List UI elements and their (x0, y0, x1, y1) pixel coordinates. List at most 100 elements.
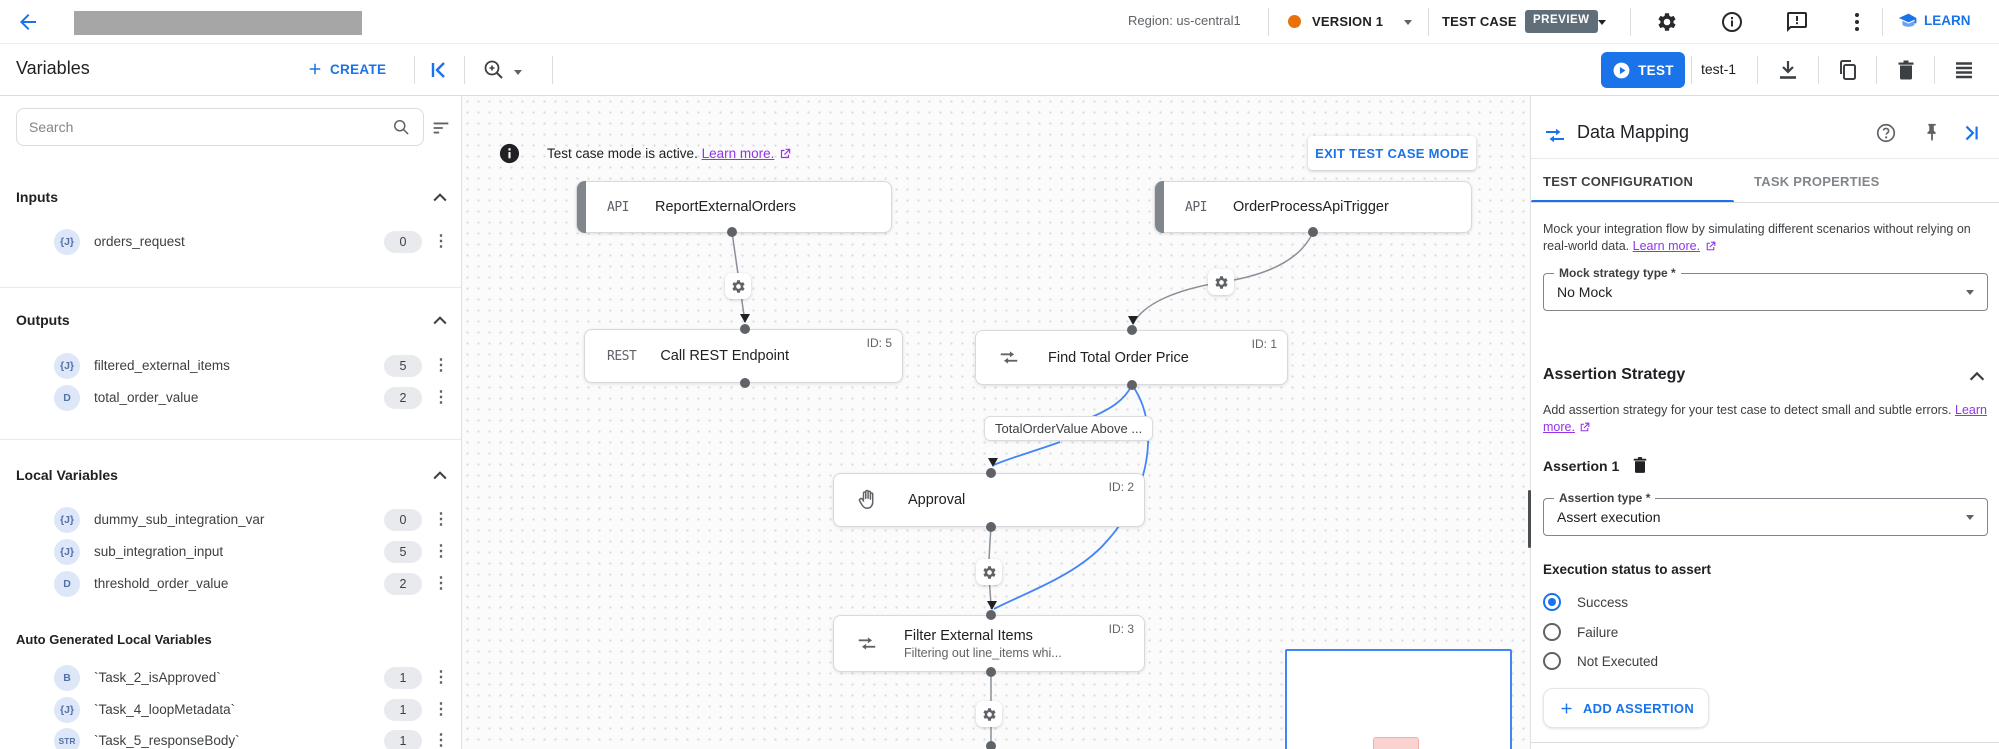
variable-row[interactable]: STR `Task_5_responseBody` 1 ⋮ (0, 726, 461, 749)
row-menu-icon[interactable]: ⋮ (433, 732, 449, 749)
edge-settings-gear-icon[interactable] (725, 273, 751, 299)
chevron-down-icon (1966, 515, 1974, 520)
version-status-dot (1288, 15, 1301, 28)
edge-settings-gear-icon[interactable] (976, 701, 1002, 727)
help-icon[interactable] (1875, 122, 1897, 144)
tab-task-properties[interactable]: TASK PROPERTIES (1754, 174, 1880, 189)
external-link-icon[interactable] (1578, 421, 1591, 434)
assertion-item-title: Assertion 1 (1543, 458, 1620, 474)
settings-gear-icon[interactable] (1655, 10, 1679, 34)
learn-more-link[interactable]: Learn more. (701, 145, 775, 161)
row-menu-icon[interactable]: ⋮ (433, 233, 449, 250)
chevron-down-icon[interactable] (514, 70, 522, 75)
tab-test-configuration[interactable]: TEST CONFIGURATION (1543, 174, 1694, 189)
chevron-up-icon[interactable] (430, 188, 450, 208)
radio-not-executed[interactable]: Not Executed (1543, 650, 1658, 672)
json-type-chip: {J} (54, 539, 80, 565)
variable-row[interactable]: B `Task_2_isApproved` 1 ⋮ (0, 663, 461, 693)
connector-dot[interactable] (986, 667, 996, 677)
copy-icon[interactable] (1836, 58, 1860, 82)
delete-assertion-icon[interactable] (1630, 455, 1650, 475)
add-assertion-button[interactable]: ADD ASSERTION (1543, 688, 1709, 728)
connector-dot[interactable] (986, 610, 996, 620)
node-approval[interactable]: Approval ID: 2 (833, 473, 1145, 527)
connector-dot[interactable] (727, 227, 737, 237)
assertion-type-select[interactable]: Assertion type * Assert execution (1543, 491, 1988, 536)
test-button[interactable]: TEST (1601, 52, 1685, 88)
search-box (16, 108, 424, 146)
row-menu-icon[interactable]: ⋮ (433, 389, 449, 406)
connector-dot[interactable] (1127, 380, 1137, 390)
chevron-down-icon[interactable] (1404, 20, 1412, 25)
learn-more-link[interactable]: Learn more. (1632, 239, 1701, 253)
search-input[interactable] (29, 119, 391, 135)
learn-more-link[interactable]: Learn more. (1543, 403, 1987, 434)
edge-settings-gear-icon[interactable] (976, 559, 1002, 585)
node-call-rest-endpoint[interactable]: REST Call REST Endpoint ID: 5 (584, 329, 903, 383)
variable-row[interactable]: {J} sub_integration_input 5 ⋮ (0, 537, 461, 567)
connector-dot[interactable] (986, 522, 996, 532)
secondary-toolbar: Variables CREATE TEST test-1 (0, 44, 1999, 96)
connector-dot[interactable] (986, 741, 996, 749)
exit-test-case-mode-button[interactable]: EXIT TEST CASE MODE (1308, 136, 1476, 170)
info-icon[interactable] (1720, 10, 1744, 34)
node-order-process-api-trigger[interactable]: API OrderProcessApiTrigger (1154, 181, 1472, 233)
version-dropdown[interactable]: VERSION 1 (1312, 14, 1384, 29)
connector-dot[interactable] (986, 468, 996, 478)
chevron-up-icon[interactable] (1966, 366, 1988, 388)
selected-canvas-element[interactable] (1285, 649, 1512, 749)
node-report-external-orders[interactable]: API ReportExternalOrders (576, 181, 892, 233)
more-options-icon[interactable] (1845, 10, 1869, 34)
row-menu-icon[interactable]: ⋮ (433, 701, 449, 718)
variable-row[interactable]: {J} `Task_4_loopMetadata` 1 ⋮ (0, 695, 461, 725)
variable-row[interactable]: {J} orders_request 0 ⋮ (0, 227, 461, 257)
node-subtitle: Filtering out line_items whi... (904, 645, 1062, 660)
radio-success[interactable]: Success (1543, 591, 1628, 613)
connector-dot[interactable] (1308, 227, 1318, 237)
variable-row[interactable]: D total_order_value 2 ⋮ (0, 383, 461, 413)
sort-icon[interactable] (430, 117, 452, 139)
collapse-panel-right-icon[interactable] (1961, 122, 1983, 144)
panel-scrollbar-thumb[interactable] (1528, 490, 1531, 548)
divider (1882, 8, 1883, 36)
chevron-up-icon[interactable] (430, 311, 450, 331)
feedback-icon[interactable] (1785, 10, 1809, 34)
edge-settings-gear-icon[interactable] (1208, 269, 1234, 295)
node-filter-external-items[interactable]: Filter External Items Filtering out line… (833, 615, 1145, 672)
row-menu-icon[interactable]: ⋮ (433, 543, 449, 560)
integration-flow-canvas[interactable]: Test case mode is active. Learn more. EX… (462, 96, 1530, 749)
trigger-tab (1155, 181, 1164, 233)
mock-strategy-select[interactable]: Mock strategy type * No Mock (1543, 266, 1988, 311)
variable-row[interactable]: {J} filtered_external_items 5 ⋮ (0, 351, 461, 381)
log-list-icon[interactable] (1952, 58, 1976, 82)
variable-row[interactable]: {J} dummy_sub_integration_var 0 ⋮ (0, 505, 461, 535)
create-variable-button[interactable]: CREATE (306, 60, 386, 78)
json-type-chip: {J} (54, 229, 80, 255)
delete-icon[interactable] (1894, 58, 1918, 82)
download-icon[interactable] (1776, 58, 1800, 82)
row-menu-icon[interactable]: ⋮ (433, 511, 449, 528)
row-menu-icon[interactable]: ⋮ (433, 575, 449, 592)
node-find-total-order-price[interactable]: Find Total Order Price ID: 1 (975, 330, 1288, 385)
redacted-title-block (74, 11, 362, 35)
radio-failure[interactable]: Failure (1543, 621, 1618, 643)
external-link-icon[interactable] (778, 147, 792, 161)
learn-link[interactable]: LEARN (1898, 11, 1971, 32)
collapse-panel-icon[interactable] (426, 58, 450, 82)
connector-dot[interactable] (740, 324, 750, 334)
back-arrow-icon[interactable] (16, 10, 40, 34)
edge-condition-label[interactable]: TotalOrderValue Above ... (984, 416, 1154, 441)
row-menu-icon[interactable]: ⋮ (433, 669, 449, 686)
connector-dot[interactable] (740, 378, 750, 388)
connector-dot[interactable] (1127, 325, 1137, 335)
chevron-up-icon[interactable] (430, 466, 450, 486)
trigger-tab (577, 181, 586, 233)
banner-text: Test case mode is active. (547, 145, 698, 161)
divider (1630, 8, 1631, 36)
zoom-control-icon[interactable] (482, 58, 506, 82)
chevron-down-icon[interactable] (1598, 20, 1606, 25)
variable-row[interactable]: D threshold_order_value 2 ⋮ (0, 569, 461, 599)
pin-icon[interactable] (1921, 122, 1943, 144)
external-link-icon[interactable] (1704, 240, 1717, 253)
row-menu-icon[interactable]: ⋮ (433, 357, 449, 374)
